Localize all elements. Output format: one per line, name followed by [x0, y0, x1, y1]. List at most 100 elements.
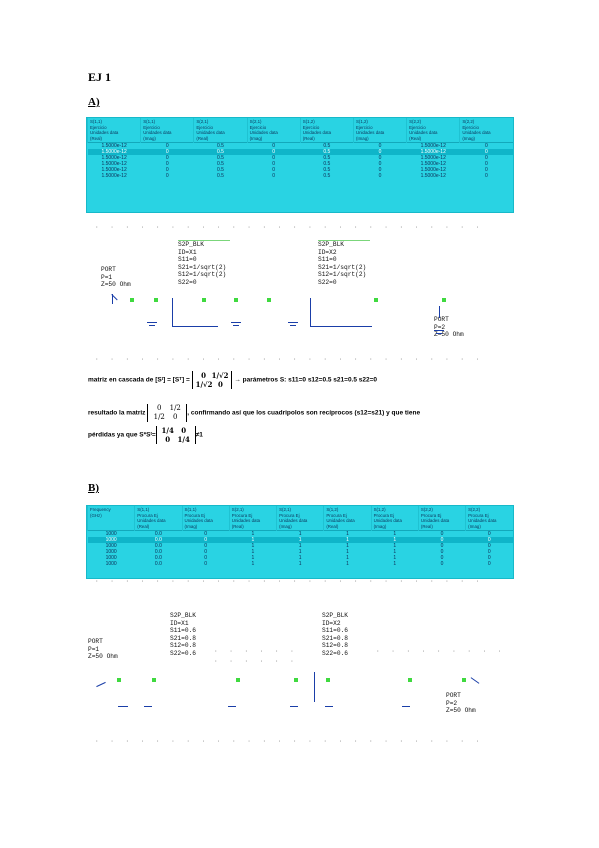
table-cell: 0.5: [323, 155, 331, 161]
table-cell: 0: [485, 173, 488, 179]
grid-dots: · · · · · ·: [214, 658, 298, 665]
column-header[interactable]: S(1,1) Ejercicio Unidades data (Real): [86, 118, 141, 143]
matrix-cell: 1/4: [177, 435, 190, 444]
param-line: S21=0.8: [322, 634, 348, 642]
section-a-label: A): [88, 96, 100, 108]
table-cell: 0: [247, 149, 301, 155]
table-cell: 1: [298, 543, 302, 549]
matrix-cell: 1/√2: [195, 380, 213, 389]
node-point: [267, 298, 271, 302]
table-cell: 1.5000e-12: [406, 149, 460, 155]
param-line: Z=50 Ohm: [446, 707, 476, 714]
node-point: [117, 678, 121, 682]
param-line: PORT: [446, 692, 461, 699]
param-line: S11=0: [178, 256, 197, 263]
table-cell: 1: [393, 555, 397, 561]
param-line: S21=1/sqrt(2): [318, 263, 367, 271]
param-line: S12=1/sqrt(2): [178, 271, 227, 278]
matrix-cell: 0: [181, 426, 187, 435]
column-header[interactable]: S(1,2) Ejercicio Unidades data (Imag): [352, 118, 407, 143]
wire: [172, 326, 218, 327]
column-header[interactable]: S(2,2) Ejercicio Unidades data (Imag): [459, 118, 513, 143]
column-header[interactable]: S(1,1) Procura Ej Unidades data (Real): [134, 506, 183, 531]
table-cell: 1: [346, 555, 349, 561]
grid-dots: · · · · · · · · ·: [376, 648, 506, 655]
node-point: [408, 678, 412, 682]
param-line: P=2: [434, 323, 446, 331]
column-header[interactable]: S(2,2) Ejercicio Unidades data (Real): [406, 118, 460, 143]
param-line: S21=1/sqrt(2): [178, 263, 227, 271]
table-cell: 0.5: [216, 167, 224, 173]
wire: [310, 326, 372, 327]
table-cell: 1: [393, 531, 397, 537]
column-header[interactable]: S(2,2) Procura Ej Unidades data (Imag): [465, 506, 513, 531]
column-header[interactable]: S(1,1) Procura Ej Unidades data (Imag): [181, 506, 230, 531]
wire: [470, 677, 480, 684]
table-cell: 1: [251, 543, 255, 549]
table-cell: 1: [251, 531, 255, 537]
column-header[interactable]: S(2,1) Procura Ej Unidades data (Imag): [276, 506, 324, 531]
node-point: [326, 678, 330, 682]
column-header[interactable]: S(2,1) Procura Ej Unidades data (Real): [228, 506, 277, 531]
table-cell: 0: [465, 537, 513, 543]
wire: [112, 294, 113, 304]
param-line: S2P_BLK: [318, 241, 344, 248]
param-line: ID=X1: [170, 619, 189, 627]
table-cell: 0.5: [300, 149, 354, 155]
column-header[interactable]: S(1,2) Ejercicio Unidades data (Real): [299, 118, 354, 143]
node-point: [202, 298, 206, 302]
table-cell: 0: [204, 531, 208, 537]
page-title: EJ 1: [88, 70, 112, 84]
table-cell: 0.5: [216, 161, 224, 167]
wire: [325, 706, 333, 707]
table-cell: 0: [165, 143, 169, 149]
table-cell: 1: [251, 549, 255, 555]
column-header[interactable]: Frequency (GHz): [86, 506, 135, 531]
column-header[interactable]: S(2,1) Ejercicio Unidades data (Real): [193, 118, 248, 143]
wire: [314, 672, 315, 702]
param-line: S12=0.8: [322, 642, 348, 649]
table-cell: 1000: [105, 561, 117, 567]
column-header[interactable]: S(2,1) Ejercicio Unidades data (Imag): [246, 118, 301, 143]
grid-dots: · · · · · · · · · · · · · · · · · · · · …: [95, 578, 484, 585]
table-cell: 1: [229, 537, 277, 543]
column-header[interactable]: S(1,2) Procura Ej Unidades data (Real): [323, 506, 372, 531]
table-cell: 0: [378, 155, 382, 161]
table-cell: 0: [485, 167, 488, 173]
column-header[interactable]: S(1,1) Ejercicio Unidades data (Imag): [140, 118, 194, 143]
node-point: [462, 678, 466, 682]
table-cell: 1: [393, 543, 397, 549]
table-cell: 1: [323, 537, 372, 543]
table-cell: 1.5000e-12: [101, 173, 127, 179]
table-cell: 0: [485, 155, 488, 161]
node-point: [154, 298, 158, 302]
column-header[interactable]: S(1,2) Procura Ej Unidades data (Imag): [370, 506, 419, 531]
wire: [96, 681, 106, 688]
param-line: S11=0.6: [322, 627, 348, 634]
column-header[interactable]: S(2,2) Procura Ej Unidades data (Real): [417, 506, 466, 531]
matrix-cell: 0: [201, 371, 207, 380]
ground-icon: [288, 322, 298, 327]
wire: [290, 706, 298, 707]
